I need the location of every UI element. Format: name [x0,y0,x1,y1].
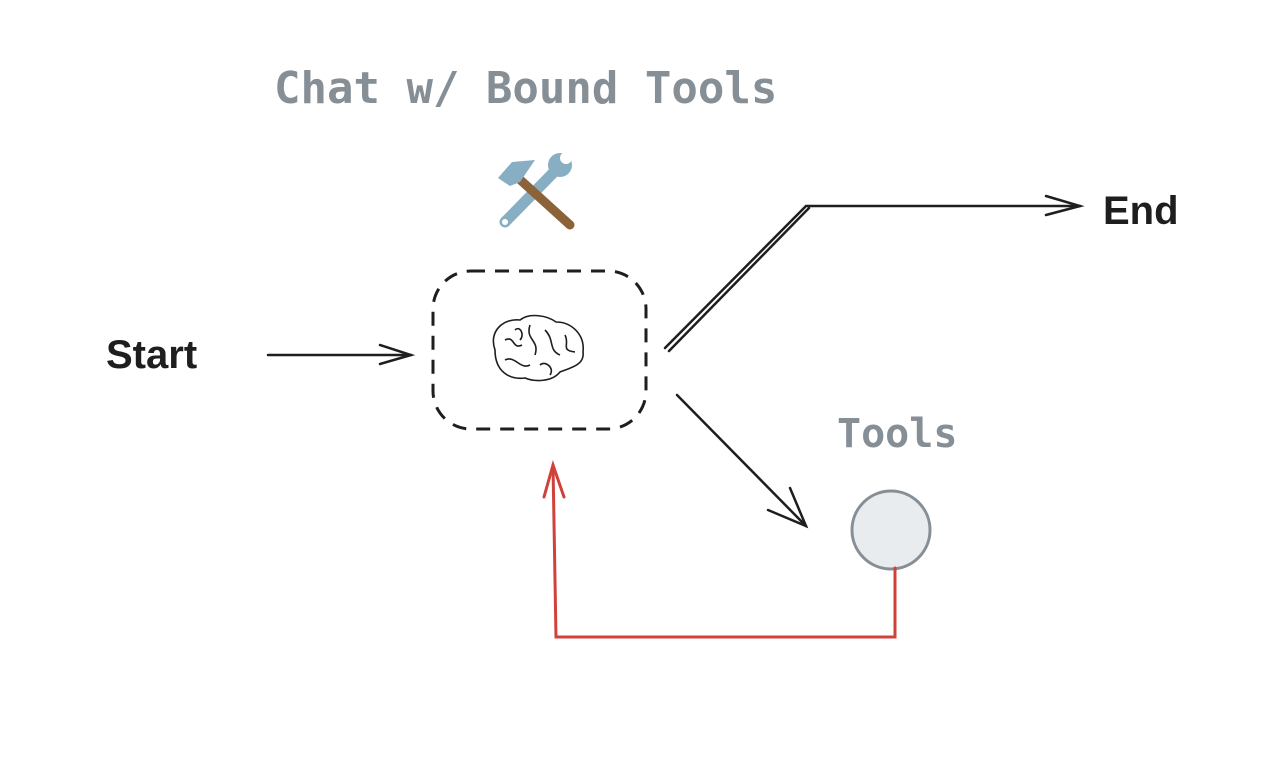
model-to-tools-edge [675,393,809,529]
tools-node[interactable] [850,489,932,571]
hammer-and-wrench-icon [498,152,575,230]
model-to-end-edge [663,194,1085,353]
start-node-label: Start [106,333,197,377]
chat-model-node[interactable] [431,269,648,431]
brain-icon [492,314,584,382]
start-to-model-edge [266,343,416,366]
tools-node-label: Tools [837,411,957,457]
diagram-title: Chat w/ Bound Tools [274,63,777,114]
end-node-label: End [1103,189,1179,233]
tools-to-model-edge [542,459,897,639]
